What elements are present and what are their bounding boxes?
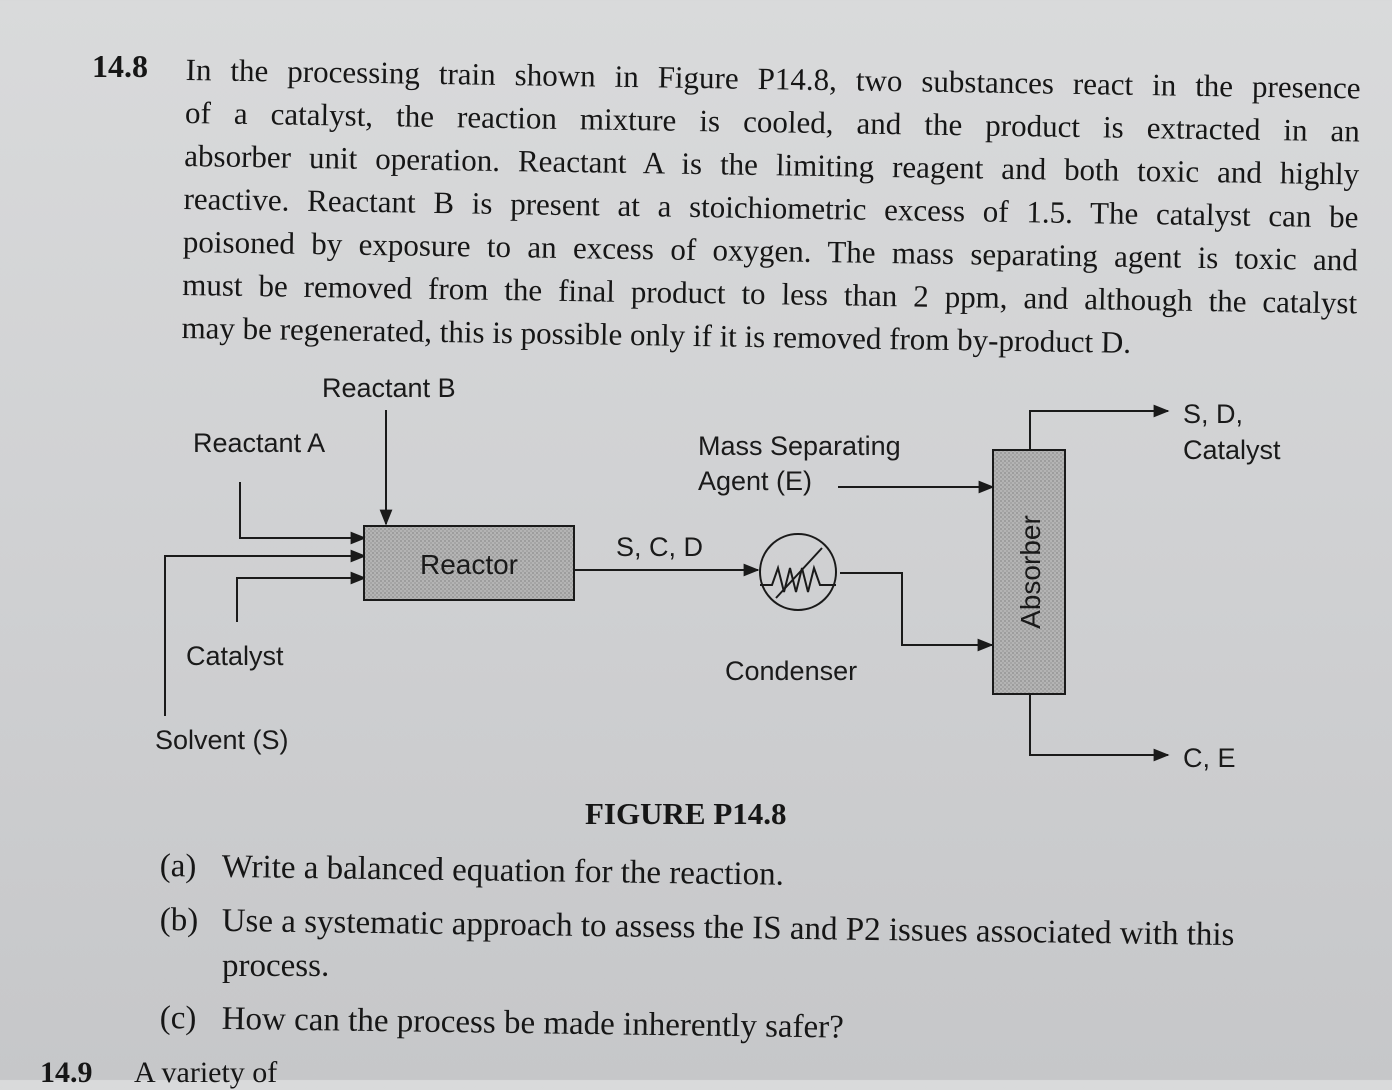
solvent-stream xyxy=(164,549,367,716)
absorber-bottom-stream xyxy=(1029,694,1170,762)
figure-caption: FIGURE P14.8 xyxy=(585,796,787,831)
condenser-outlet-stream xyxy=(840,572,994,652)
top-product-label-line2: Catalyst xyxy=(1183,435,1281,465)
problem-number: 14.8 xyxy=(92,48,148,84)
bottom-product-label: C, E xyxy=(1183,743,1236,773)
reactor-outlet-label: S, C, D xyxy=(616,532,703,562)
absorber-label: Absorber xyxy=(1015,515,1046,629)
reactant-b-label: Reactant B xyxy=(322,373,456,403)
condenser-label: Condenser xyxy=(725,656,857,686)
msa-label-line2: Agent (E) xyxy=(698,466,812,496)
solvent-label: Solvent (S) xyxy=(155,725,289,755)
catalyst-label: Catalyst xyxy=(186,641,284,671)
question-tag: (a) xyxy=(159,848,197,885)
top-product-label-line1: S, D, xyxy=(1183,399,1243,429)
reactor-box xyxy=(363,525,575,601)
absorber-top-stream xyxy=(1029,404,1170,450)
question-text: Write a balanced equation for the reacti… xyxy=(221,848,785,893)
next-problem-fragment: 14.9 A variety of xyxy=(40,1056,277,1090)
next-problem-number: 14.9 xyxy=(40,1056,93,1089)
next-problem-text: A variety of xyxy=(134,1056,278,1089)
msa-label-line1: Mass Separating xyxy=(698,431,901,461)
reactant-a-label: Reactant A xyxy=(193,428,325,458)
absorber-column xyxy=(992,449,1066,695)
question-tag: (b) xyxy=(159,902,199,939)
reactant-a-stream xyxy=(239,482,367,545)
question-b-continuation: process. xyxy=(222,948,330,984)
catalyst-stream xyxy=(236,571,367,622)
question-tag: (c) xyxy=(159,1000,197,1037)
condenser-icon xyxy=(759,533,837,611)
question-text: How can the process be made inherently s… xyxy=(221,1000,845,1046)
reactor-label: Reactor xyxy=(420,549,518,580)
